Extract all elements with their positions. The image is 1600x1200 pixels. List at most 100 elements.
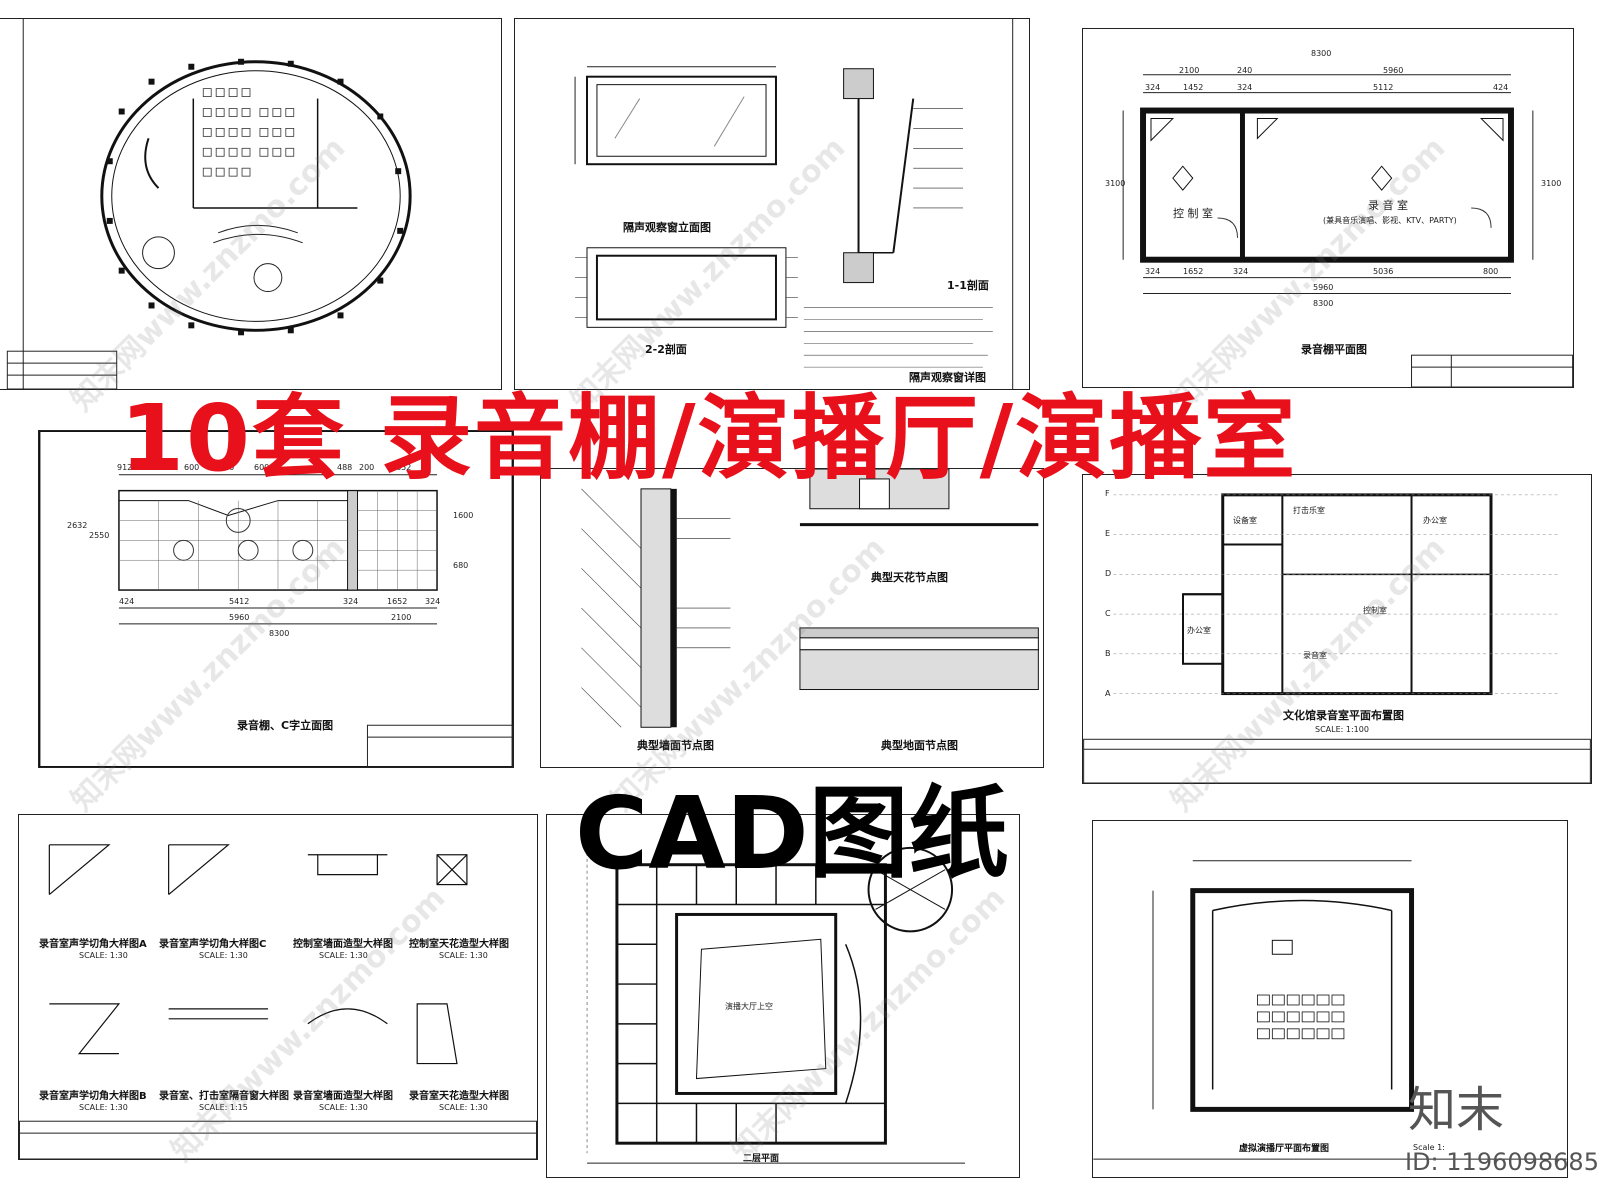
studio-plan-drawing	[1122, 74, 1573, 387]
elev-side-2: 2550	[89, 531, 110, 540]
caption-window-elevation: 隔声观察窗立面图	[623, 221, 711, 234]
detail-scale-3: SCALE: 1:30	[319, 951, 368, 960]
detail-grid-drawing	[19, 844, 537, 1159]
elev-side-4: 680	[453, 561, 469, 570]
dim-top-7: 5112	[1373, 83, 1394, 92]
elev-dim-top-3: 600	[184, 463, 200, 472]
caption-wall-node: 典型墙面节点图	[637, 739, 714, 752]
dim-top-2: 240	[1237, 66, 1253, 75]
dim-bottom-3: 324	[1233, 267, 1249, 276]
dim-top-3: 5960	[1383, 66, 1404, 75]
grid-row-f: F	[1105, 489, 1110, 498]
panel-detail-grid: 录音室声学切角大样图A SCALE: 1:30 录音室声学切角大样图C SCAL…	[18, 814, 538, 1160]
room-control: 控 制 室	[1173, 207, 1213, 220]
room-hall-upper: 演播大厅上空	[725, 1002, 773, 1011]
room-recording-sub: (兼具音乐演唱、影视、KTV、PARTY)	[1323, 216, 1457, 225]
dim-top-4: 324	[1145, 83, 1161, 92]
detail-scale-5: SCALE: 1:30	[79, 1103, 128, 1112]
elev-dim-bottom-1: 424	[119, 597, 135, 606]
virtual-studio-drawing	[1093, 860, 1567, 1160]
elev-dim-top-8: 1652	[391, 463, 412, 472]
details-drawing	[581, 469, 1039, 728]
panel-oval-plan	[0, 18, 502, 390]
dim-top-6: 324	[1237, 83, 1253, 92]
dim-bottom-1: 324	[1145, 267, 1161, 276]
dim-bottom-4: 5036	[1373, 267, 1394, 276]
panel-elevation: 912 600 600 600 600 488 200 1652 424 541…	[38, 430, 514, 768]
detail-title-8: 录音室天花造型大样图	[409, 1091, 509, 1102]
dim-top-1: 2100	[1179, 66, 1200, 75]
elev-dim-bottom-5: 324	[425, 597, 441, 606]
scale-virtual-studio: Scale 1:	[1413, 1143, 1445, 1152]
elev-dim-top-2: 600	[149, 463, 165, 472]
caption-floor-node: 典型地面节点图	[881, 739, 958, 752]
panel-studio-plan: 8300 2100 240 5960 324 1452 324 5112 424…	[1082, 28, 1574, 388]
room-office-2: 办公室	[1187, 626, 1211, 635]
caption-ceiling-node: 典型天花节点图	[871, 571, 948, 584]
elev-total-a: 5960	[229, 613, 250, 622]
dim-top-8: 424	[1493, 83, 1509, 92]
caption-section-1-1: 1-1剖面	[947, 279, 989, 292]
grid-row-d: D	[1105, 569, 1112, 578]
elev-dim-top-1: 912	[117, 463, 133, 472]
elevation-drawing	[39, 431, 513, 767]
dim-side-left: 3100	[1105, 179, 1126, 188]
brand-logo: 知末	[1408, 1082, 1505, 1138]
detail-scale-4: SCALE: 1:30	[439, 951, 488, 960]
detail-title-2: 录音室声学切角大样图C	[159, 939, 267, 950]
caption-second-floor: 二层平面	[743, 1154, 780, 1164]
scale-cultural-plan: SCALE: 1:100	[1315, 725, 1369, 734]
image-id: ID: 1196098685	[1405, 1148, 1599, 1176]
elev-dim-bottom-3: 324	[343, 597, 359, 606]
grid-row-c: C	[1105, 609, 1111, 618]
panel-construction-details: 典型墙面节点图 典型天花节点图 典型地面节点图	[540, 468, 1044, 768]
detail-scale-1: SCALE: 1:30	[79, 951, 128, 960]
elev-side-3: 1600	[453, 511, 474, 520]
detail-title-7: 录音室墙面造型大样图	[293, 1091, 393, 1102]
dim-bottom-2: 1652	[1183, 267, 1204, 276]
dim-top-5: 1452	[1183, 83, 1204, 92]
elev-total-b: 2100	[391, 613, 412, 622]
caption-cultural-plan: 文化馆录音室平面布置图	[1283, 709, 1404, 722]
room-recording: 录音室	[1303, 651, 1327, 660]
caption-studio-plan: 录音棚平面图	[1301, 343, 1367, 356]
dim-side-right: 3100	[1541, 179, 1562, 188]
elev-dim-top-4: 600	[219, 463, 235, 472]
detail-title-6: 录音室、打击室隔音窗大样图	[159, 1091, 289, 1102]
room-control: 控制室	[1363, 606, 1387, 615]
elev-dim-top-6: 488	[337, 463, 353, 472]
elev-dim-top-5: 600	[254, 463, 270, 472]
cad-drawings-title: CAD图纸	[575, 775, 1009, 892]
elev-side-1: 2632	[67, 521, 88, 530]
room-equipment: 设备室	[1233, 516, 1257, 525]
dim-total-top: 8300	[1311, 49, 1332, 58]
detail-title-3: 控制室墙面造型大样图	[293, 939, 393, 950]
elev-dim-top-7: 200	[359, 463, 375, 472]
detail-title-5: 录音室声学切角大样图B	[39, 1091, 147, 1102]
caption-virtual-studio: 虚拟演播厅平面布置图	[1239, 1144, 1330, 1154]
grid-row-e: E	[1105, 529, 1111, 538]
dim-bottom-total-a: 5960	[1313, 283, 1334, 292]
elev-dim-bottom-2: 5412	[229, 597, 250, 606]
window-section-drawing	[574, 19, 1014, 389]
elev-total-c: 8300	[269, 629, 290, 638]
elev-dim-bottom-4: 1652	[387, 597, 408, 606]
detail-title-4: 控制室天花造型大样图	[409, 939, 509, 950]
room-percussion: 打击乐室	[1293, 506, 1325, 515]
grid-row-a: A	[1105, 689, 1111, 698]
detail-title-1: 录音室声学切角大样图A	[39, 939, 147, 950]
dim-bottom-total-b: 8300	[1313, 299, 1334, 308]
second-floor-drawing	[586, 834, 965, 1164]
room-recording: 录 音 室	[1368, 199, 1408, 212]
panel-second-floor-plan: 演播大厅上空 二层平面	[546, 814, 1020, 1178]
panel-cultural-center-plan: F E D C B A 打击乐室 设备室 办公室 控制室 办公室 录音室 文化馆…	[1082, 474, 1592, 784]
caption-elevation: 录音棚、C字立面图	[237, 719, 334, 732]
headline-title: 10套 录音棚/演播厅/演播室	[120, 385, 1298, 492]
detail-scale-6: SCALE: 1:15	[199, 1103, 248, 1112]
dim-bottom-5: 800	[1483, 267, 1499, 276]
oval-plan-drawing	[6, 19, 412, 389]
grid-row-b: B	[1105, 649, 1111, 658]
panel-window-section: 隔声观察窗立面图 2-2剖面 1-1剖面 隔声观察窗详图	[514, 18, 1030, 390]
detail-scale-7: SCALE: 1:30	[319, 1103, 368, 1112]
detail-scale-2: SCALE: 1:30	[199, 951, 248, 960]
